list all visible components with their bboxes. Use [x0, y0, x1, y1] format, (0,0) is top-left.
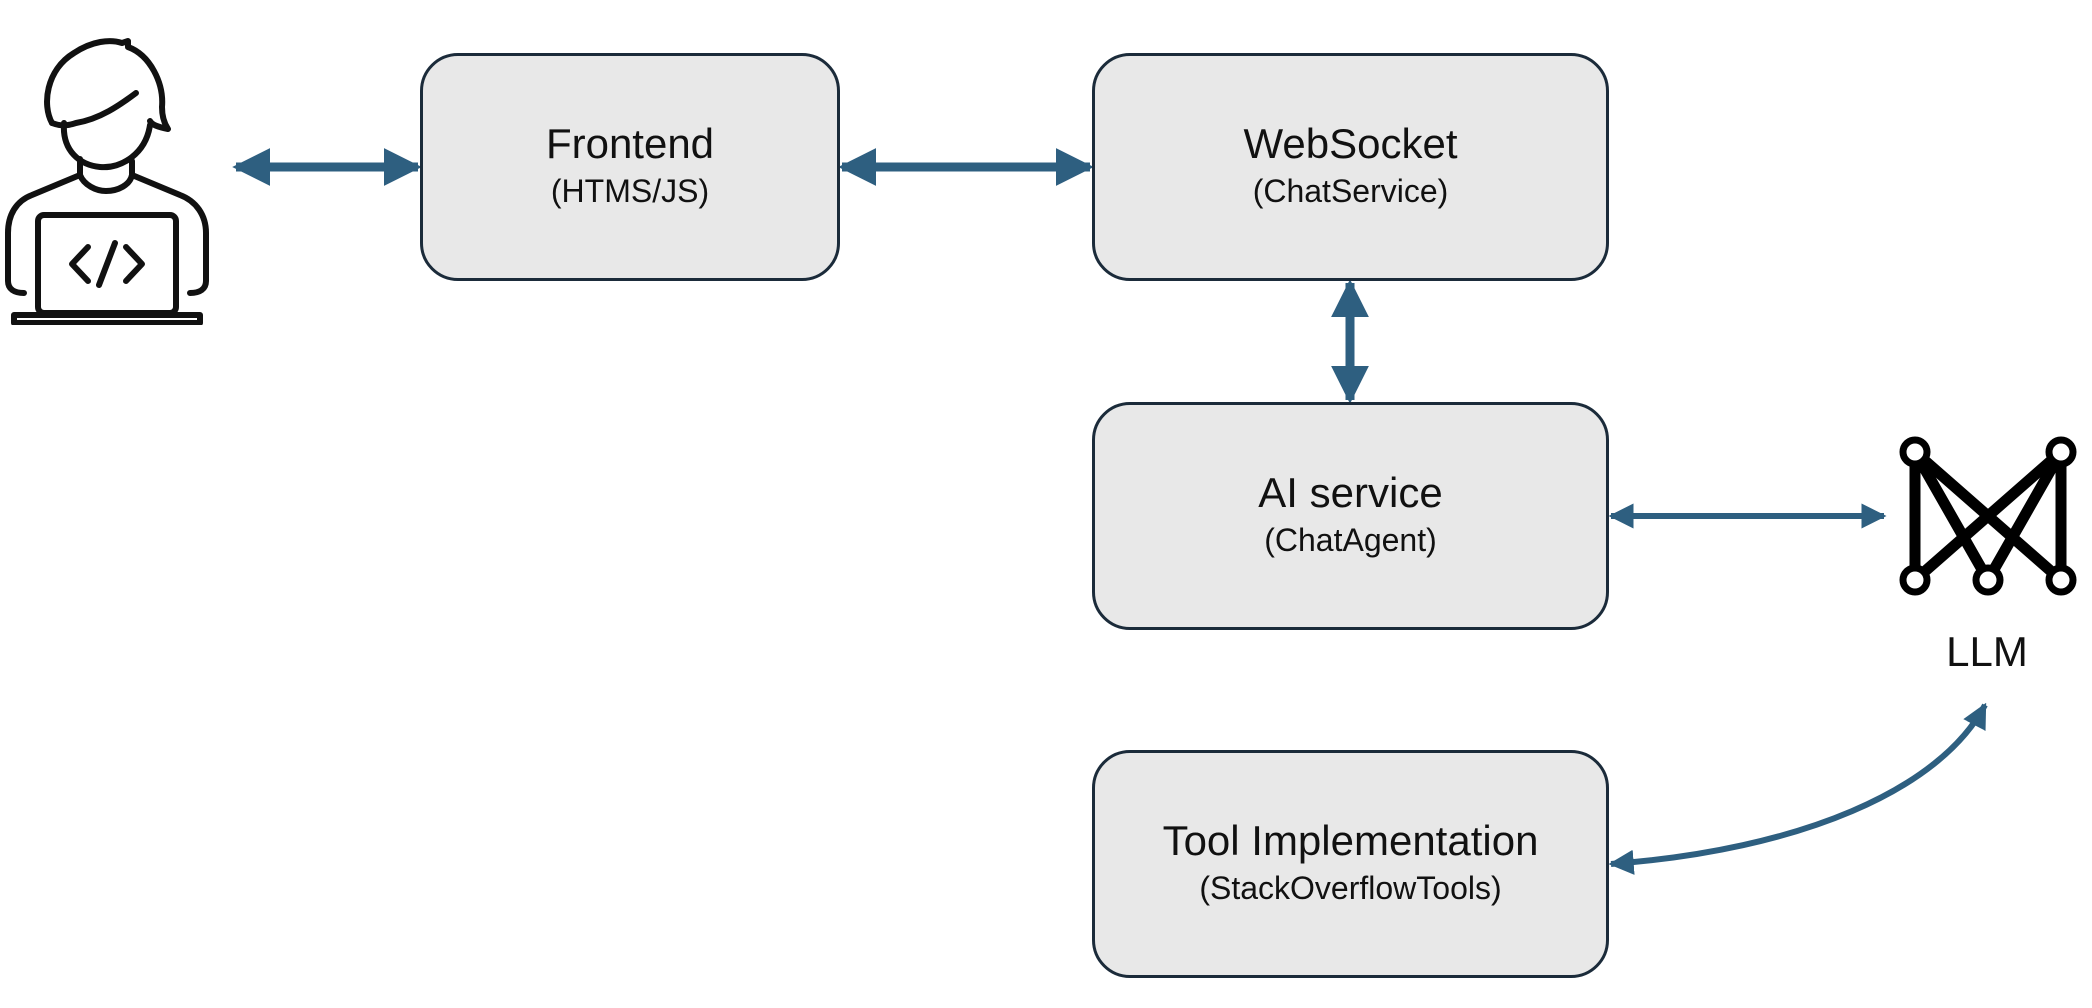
frontend-title: Frontend [545, 120, 715, 168]
tool-implementation-subtitle: (StackOverflowTools) [1199, 870, 1502, 907]
ai-service-title: AI service [1258, 469, 1443, 517]
neural-network-icon [1899, 436, 2077, 596]
tool-implementation-node: Tool Implementation (StackOverflowTools) [1092, 750, 1609, 978]
websocket-subtitle: (ChatService) [1252, 173, 1449, 210]
ai-service-subtitle: (ChatAgent) [1264, 522, 1437, 559]
llm-label: LLM [1946, 628, 2028, 675]
ai-service-node: AI service (ChatAgent) [1092, 402, 1609, 630]
developer-laptop-icon [5, 38, 209, 325]
tool-implementation-title: Tool Implementation [1162, 817, 1539, 865]
arrow-tool-llm [1608, 702, 1988, 875]
websocket-title: WebSocket [1243, 120, 1458, 168]
frontend-subtitle: (HTMS/JS) [550, 173, 710, 210]
websocket-node: WebSocket (ChatService) [1092, 53, 1609, 281]
frontend-node: Frontend (HTMS/JS) [420, 53, 840, 281]
